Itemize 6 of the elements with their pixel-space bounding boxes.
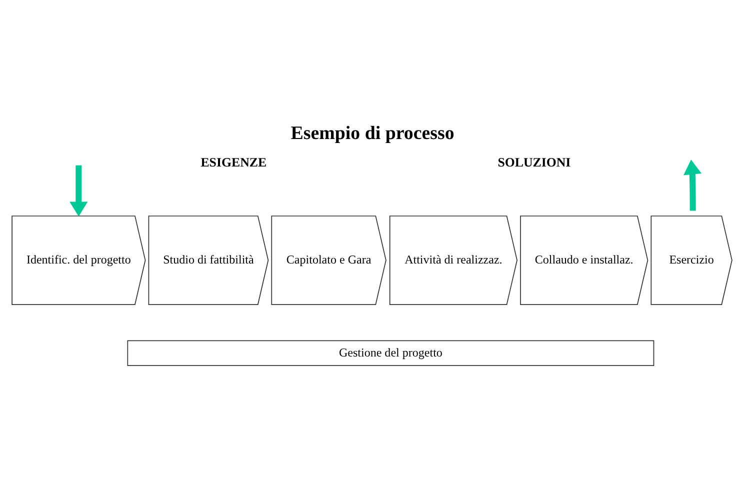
arrow [70, 164, 88, 216]
diagram-title: Esempio di processo [290, 122, 454, 144]
arrow [684, 159, 702, 210]
label: SOLUZIONI [498, 155, 571, 170]
node-box: Gestione del progetto [127, 340, 654, 366]
label: ESIGENZE [200, 155, 267, 170]
